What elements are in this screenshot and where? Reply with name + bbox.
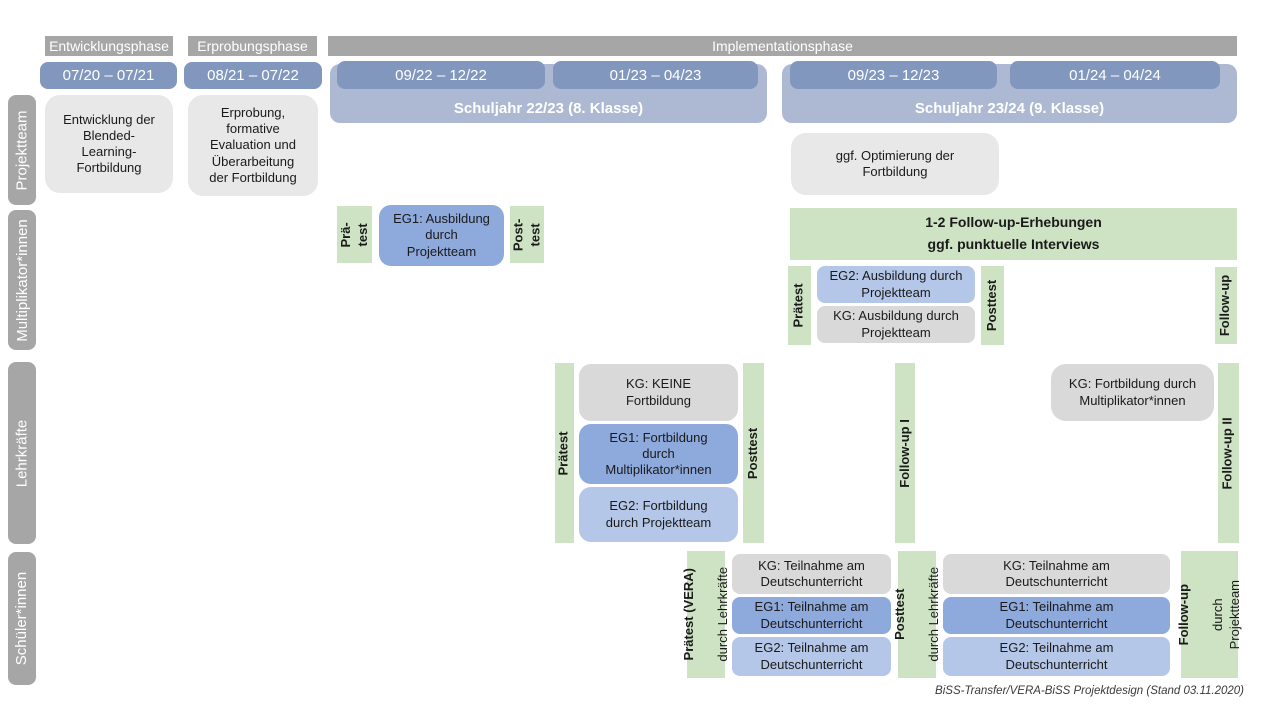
bar-followup-multiplikatoren-text: Follow-up (1217, 274, 1233, 337)
phase-bar-entwicklung: Entwicklungsphase (45, 36, 173, 56)
box-kg-ausbildung: KG: Ausbildung durch Projektteam (817, 306, 975, 343)
date-range-0923-1223: 09/23 – 12/23 (790, 61, 997, 89)
bar-followup-schueler-sub: durch Projektteam (1209, 579, 1242, 650)
bar-followup1-lehrkraefte-text: Follow-up I (896, 418, 912, 488)
row-label-multiplikatoren-text: Multiplikator*innen (13, 218, 31, 342)
row-label-multiplikatoren: Multiplikator*innen (8, 210, 36, 350)
bar-posttest-schueler-main: Posttest (891, 588, 907, 641)
box-optimierung-fortbildung: ggf. Optimierung der Fortbildung (791, 133, 999, 195)
bar-praetest-lehrkraefte-text: Prätest (556, 430, 572, 476)
bar-followup-schueler-main: Follow-up (1175, 583, 1191, 646)
box-eg2-teilnahme-2: EG2: Teilnahme am Deutschunterricht (943, 637, 1170, 676)
date-range-0922-1222: 09/22 – 12/22 (337, 61, 545, 89)
row-label-lehrkraefte-text: Lehrkräfte (13, 419, 31, 487)
box-kg-fortbildung-multiplikatoren: KG: Fortbildung durch Multiplikator*inne… (1051, 364, 1214, 421)
bar-posttest-multiplikatoren-1-text: Post- test (510, 218, 542, 251)
row-label-schueler-text: Schüler*innen (13, 571, 31, 666)
box-followup-erhebungen: 1-2 Follow-up-Erhebungen ggf. punktuelle… (790, 208, 1237, 260)
caption: BiSS-Transfer/VERA-BiSS Projektdesign (S… (935, 685, 1244, 697)
box-eg1-teilnahme-1: EG1: Teilnahme am Deutschunterricht (732, 597, 891, 634)
bar-praetest-multiplikatoren-2: Prätest (788, 266, 811, 345)
row-label-lehrkraefte: Lehrkräfte (8, 362, 36, 544)
box-kg-teilnahme-1: KG: Teilnahme am Deutschunterricht (732, 554, 891, 594)
row-label-projektteam: Projektteam (8, 95, 36, 205)
phase-bar-erprobung: Erprobungsphase (188, 36, 317, 56)
box-erprobung-evaluation: Erprobung, formative Evaluation und Über… (188, 95, 318, 196)
bar-followup2-lehrkraefte-text: Follow-up II (1220, 416, 1236, 490)
bar-followup1-lehrkraefte: Follow-up I (895, 363, 915, 543)
bar-praetest-lehrkraefte: Prätest (555, 363, 574, 543)
box-eg2-fortbildung: EG2: Fortbildung durch Projektteam (579, 487, 738, 542)
box-eg1-ausbildung: EG1: Ausbildung durch Projektteam (379, 205, 504, 266)
bar-praetest-multiplikatoren-2-text: Prätest (791, 283, 807, 328)
bar-posttest-multiplikatoren-1: Post- test (510, 206, 544, 263)
box-kg-keine-fortbildung: KG: KEINE Fortbildung (579, 364, 738, 421)
bar-praetest-schueler-main: Prätest (VERA) (680, 568, 696, 661)
date-range-0821-0722: 08/21 – 07/22 (184, 62, 322, 89)
schoolyear-2324-label: Schuljahr 23/24 (9. Klasse) (914, 100, 1105, 117)
row-label-schueler: Schüler*innen (8, 552, 36, 685)
schoolyear-2223-label: Schuljahr 22/23 (8. Klasse) (453, 100, 644, 117)
bar-praetest-schueler: Prätest (VERA) durch Lehrkräfte (681, 551, 729, 678)
box-eg2-ausbildung: EG2: Ausbildung durch Projektteam (817, 266, 975, 303)
date-range-0124-0424: 01/24 – 04/24 (1010, 61, 1220, 89)
row-label-projektteam-text: Projektteam (13, 109, 31, 191)
date-range-0720-0721: 07/20 – 07/21 (40, 62, 177, 89)
bar-posttest-schueler-sub: durch Lehrkräfte (925, 567, 941, 662)
box-eg2-teilnahme-1: EG2: Teilnahme am Deutschunterricht (732, 637, 891, 676)
bar-praetest-multiplikatoren-1: Prä- test (337, 206, 372, 263)
bar-followup-schueler: Follow-up durch Projektteam (1176, 551, 1241, 678)
date-range-0123-0423: 01/23 – 04/23 (553, 61, 758, 89)
bar-posttest-schueler: Posttest durch Lehrkräfte (892, 551, 940, 678)
bar-posttest-multiplikatoren-2-text: Posttest (984, 279, 1000, 332)
bar-posttest-lehrkraefte-text: Posttest (745, 427, 761, 479)
bar-praetest-schueler-sub: durch Lehrkräfte (714, 567, 730, 662)
bar-followup-multiplikatoren: Follow-up (1215, 267, 1237, 344)
box-kg-teilnahme-2: KG: Teilnahme am Deutschunterricht (943, 554, 1170, 594)
bar-posttest-lehrkraefte: Posttest (743, 363, 764, 543)
bar-posttest-multiplikatoren-2: Posttest (981, 266, 1004, 345)
box-entwicklung-fortbildung: Entwicklung der Blended- Learning- Fortb… (45, 95, 173, 193)
box-eg1-teilnahme-2: EG1: Teilnahme am Deutschunterricht (943, 597, 1170, 634)
bar-praetest-multiplikatoren-1-text: Prä- test (337, 221, 370, 248)
box-eg1-fortbildung: EG1: Fortbildung durch Multiplikator*inn… (579, 424, 738, 484)
bar-followup2-lehrkraefte: Follow-up II (1218, 363, 1239, 543)
phase-bar-implementation: Implementationsphase (328, 36, 1237, 56)
